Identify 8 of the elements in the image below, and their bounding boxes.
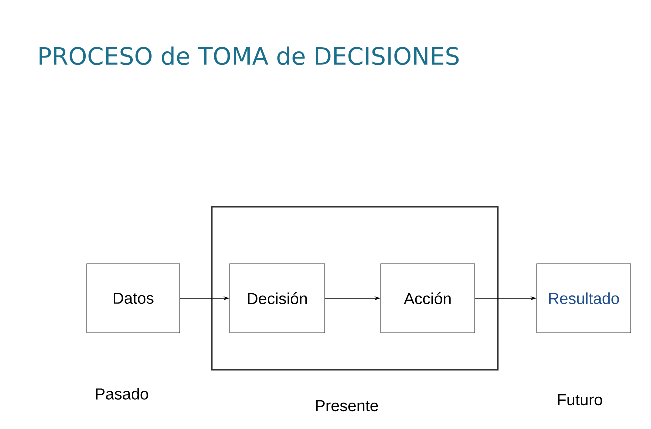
time-label: Presente [316, 400, 378, 412]
process-box: Decisión [230, 264, 326, 334]
time-label: Pasado [96, 388, 148, 400]
title: PROCESO de TOMA de DECISIONES [40, 46, 459, 66]
process-box: Acción [380, 264, 476, 334]
process-box: Resultado [536, 264, 632, 334]
time-label: Futuro [558, 394, 602, 406]
process-box: Datos [86, 264, 180, 334]
